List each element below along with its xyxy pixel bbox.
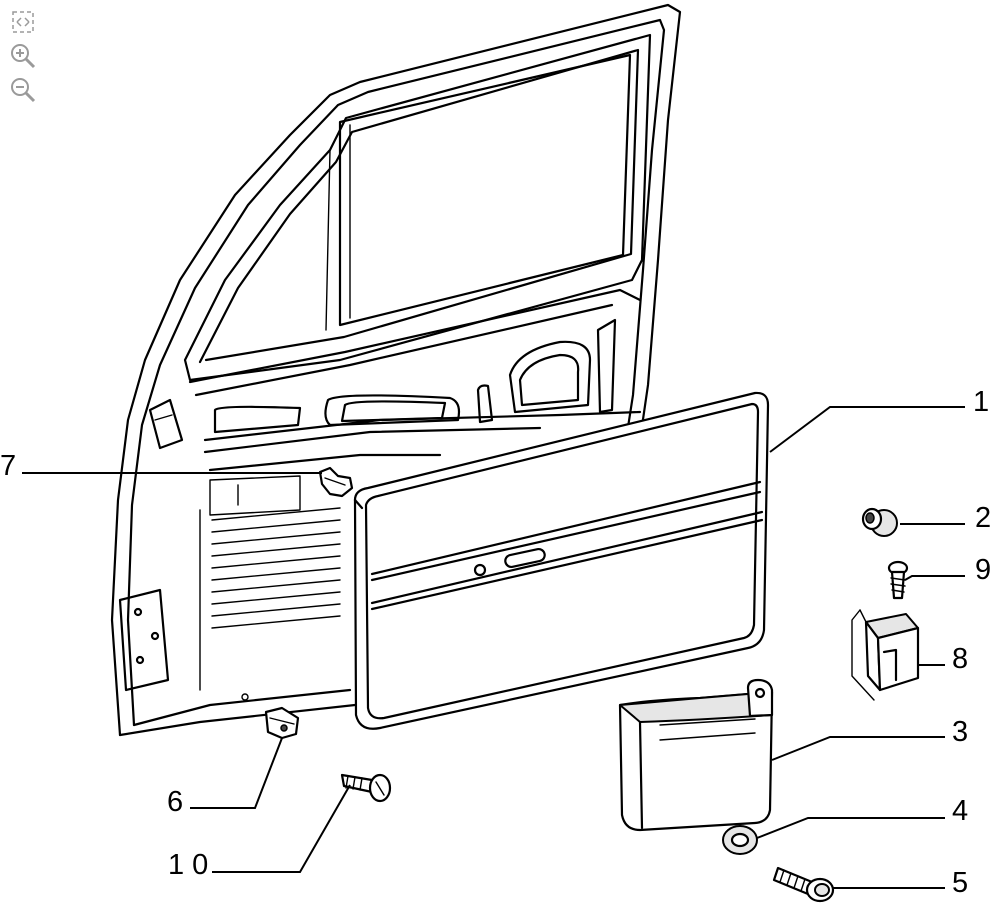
callout-6: 6 bbox=[167, 786, 184, 818]
part-10-screw bbox=[340, 773, 392, 803]
leader-10 bbox=[212, 784, 351, 873]
part-6-clip bbox=[264, 706, 300, 740]
part-2-plug bbox=[861, 507, 898, 537]
door-shell bbox=[110, 3, 682, 737]
part-9-screw bbox=[887, 560, 909, 600]
leader-lines bbox=[22, 406, 965, 889]
part-4-washer bbox=[722, 825, 758, 855]
callout-10: 1 0 bbox=[168, 849, 209, 881]
callout-5: 5 bbox=[952, 867, 969, 899]
zoom-in-button[interactable] bbox=[8, 42, 38, 70]
callout-4: 4 bbox=[952, 795, 969, 827]
leader-9 bbox=[904, 575, 965, 581]
callout-2: 2 bbox=[975, 502, 992, 534]
zoom-in-icon bbox=[11, 44, 36, 69]
leader-4 bbox=[756, 817, 945, 839]
fit-to-window-button[interactable] bbox=[8, 8, 38, 36]
viewer-toolbar bbox=[8, 8, 46, 104]
callout-1: 1 bbox=[973, 386, 990, 418]
zoom-out-button[interactable] bbox=[8, 76, 38, 104]
leader-1 bbox=[769, 406, 965, 453]
part-3-door-pocket bbox=[618, 678, 774, 832]
leader-6 bbox=[190, 737, 283, 809]
part-5-screw bbox=[772, 866, 835, 903]
part-8-bracket bbox=[851, 609, 920, 701]
callout-8: 8 bbox=[952, 643, 969, 675]
door-trim-panel bbox=[353, 391, 770, 730]
callout-9: 9 bbox=[975, 554, 992, 586]
callout-3: 3 bbox=[952, 716, 969, 748]
leader-3 bbox=[771, 736, 945, 761]
callout-7: 7 bbox=[0, 450, 17, 482]
zoom-out-icon bbox=[11, 78, 36, 103]
fit-to-window-icon bbox=[12, 11, 34, 33]
part-7-clip bbox=[318, 466, 354, 498]
